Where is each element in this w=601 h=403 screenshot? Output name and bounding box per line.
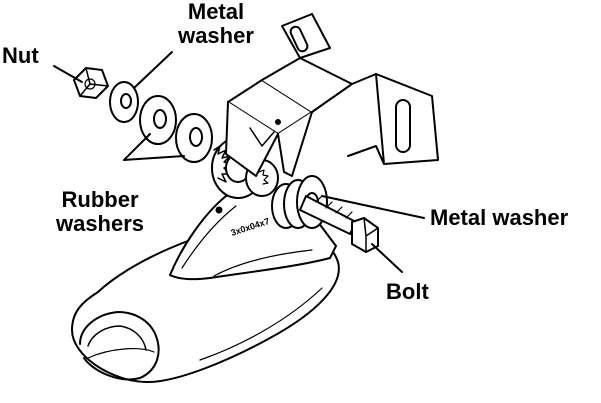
nut (73, 67, 109, 99)
label-metal-washer-top: Metal washer (158, 0, 274, 48)
label-bolt: Bolt (386, 279, 429, 304)
metal-washer-left (109, 81, 139, 123)
label-metal-washer-top-line1: Metal (187, 0, 245, 24)
label-rubber-washers-line1: Rubber (61, 187, 139, 212)
label-rubber-washers: Rubber washers (34, 188, 166, 236)
label-nut: Nut (2, 43, 39, 68)
leader-line-bolt (371, 243, 403, 273)
label-rubber-washers-line2: washers (55, 211, 145, 236)
leader-line-metal-washer-right (321, 195, 425, 219)
label-metal-washer-top-line2: washer (178, 23, 254, 48)
label-metal-washer-right: Metal washer (430, 205, 569, 230)
leader-line-rubber-washer-b (123, 155, 185, 161)
rubber-washer-1 (139, 95, 177, 145)
leader-line-nut (53, 65, 83, 83)
leader-line-metal-washer-top (133, 51, 173, 89)
leader-line-rubber-washer-a (123, 133, 151, 161)
rubber-washer-2 (175, 113, 213, 163)
mounting-bracket (225, 13, 439, 177)
